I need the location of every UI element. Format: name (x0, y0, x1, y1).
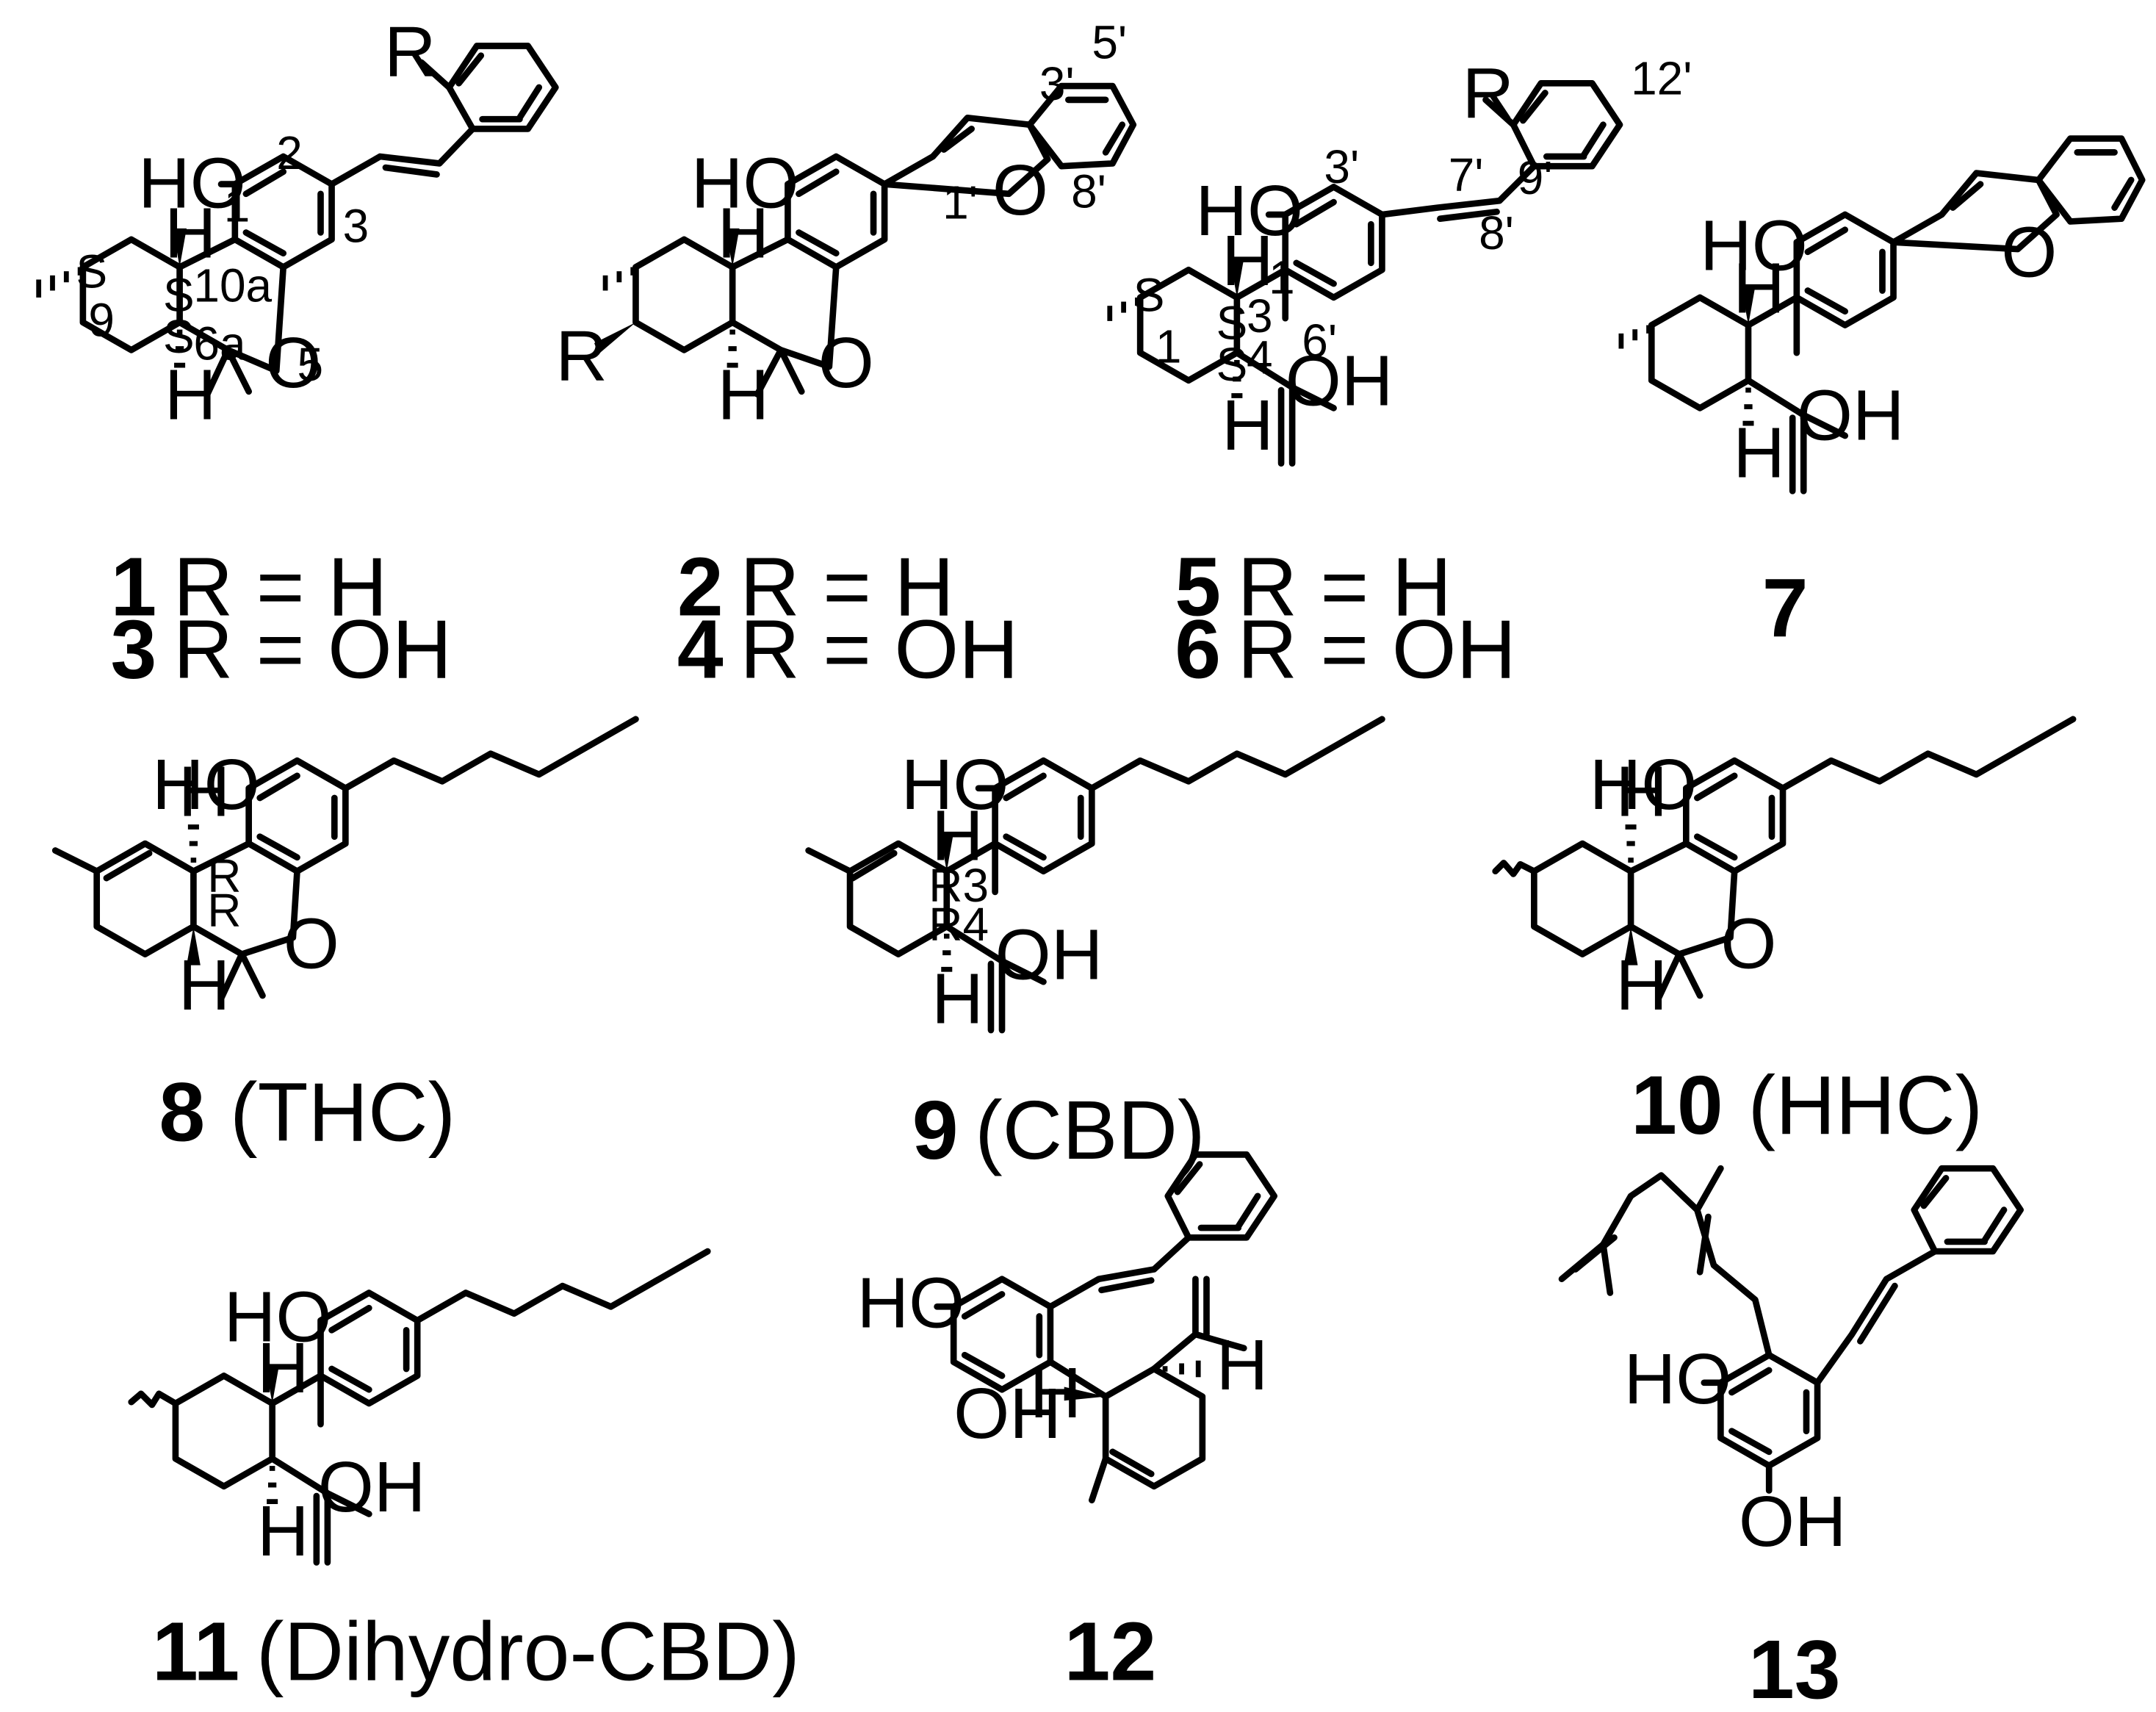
locant: 10a (193, 259, 272, 312)
caption-10: 10(HHC) (1631, 1059, 1983, 1151)
stereo-label: S (163, 310, 195, 363)
stereo-label: S (163, 269, 195, 322)
caption-7: 7 (1762, 561, 1809, 654)
locant: 2 (276, 126, 303, 179)
locant: 1 (1269, 251, 1295, 303)
h-label: H (165, 353, 217, 434)
stereo-label: S (1133, 269, 1165, 322)
h-label: H (1216, 1324, 1269, 1405)
structure-12: HO OH H H (857, 1151, 1277, 1504)
o-label: O (818, 322, 874, 403)
oh-label: OH (995, 913, 1103, 994)
ho-label: HO (1590, 744, 1698, 824)
ho-label: HO (152, 744, 260, 824)
structure-5-6: HO OH H H R 12' 3' 7' 9' 8' 1 6' 1 3 4 S… (1107, 51, 1692, 467)
ho-label: HO (1624, 1338, 1732, 1419)
locant: 9' (1518, 151, 1553, 204)
stereo-label: R (207, 884, 241, 937)
locant: 9 (88, 294, 115, 347)
h-label: H (1222, 384, 1274, 465)
locant: 1 (1155, 320, 1182, 373)
stereo-label: S (1216, 338, 1248, 391)
structure-11-dihydro-cbd: HO OH H H (128, 1248, 711, 1571)
ho-label: HO (857, 1262, 965, 1343)
ho-label: HO (224, 1276, 332, 1356)
h-label: H (257, 1490, 309, 1571)
structure-13: HO OH (1558, 1165, 2024, 1561)
locant: 1' (942, 176, 978, 229)
locant: 3' (1324, 140, 1359, 193)
ho-label: HO (1195, 170, 1303, 251)
h-label: H (1030, 1352, 1082, 1433)
locant: 3 (1247, 289, 1273, 342)
stereo-label: R3 (929, 859, 989, 912)
locant: 1 (224, 179, 250, 231)
h-label: H (179, 750, 231, 831)
locant: 8' (1479, 206, 1514, 259)
stereo-label: S (1216, 296, 1248, 349)
o-label: O (2001, 212, 2057, 292)
h-label: H (717, 353, 769, 434)
ho-label: HO (1700, 204, 1808, 285)
r-label: R (1463, 52, 1515, 133)
locant: 5 (298, 338, 324, 391)
h-label: H (931, 795, 984, 876)
stereo-label: R4 (929, 898, 989, 951)
h-label: H (931, 958, 984, 1039)
h-label: H (165, 192, 217, 273)
oh-label: OH (1739, 1481, 1847, 1561)
locant: 6a (193, 317, 246, 370)
locant: 3' (1039, 57, 1075, 110)
structure-1-3: HO H H O R 2 1 3 5 9 10a 6a S S S (36, 11, 559, 434)
h-label: H (717, 192, 769, 273)
structure-9-cbd: HO OH H H R3 R4 (805, 716, 1385, 1039)
ho-label: HO (691, 143, 799, 223)
locant: 8' (1071, 165, 1106, 218)
h-label: H (1733, 411, 1785, 492)
o-label: O (992, 149, 1048, 230)
locant: 4 (1247, 331, 1273, 384)
structure-2-4: HO H H O O R 5' 3' 8' 1' (555, 15, 1137, 434)
stereo-label: R (207, 849, 241, 902)
r-label: R (555, 315, 607, 396)
h-label: H (1733, 248, 1785, 328)
h-label: H (1615, 750, 1668, 831)
oh-label: OH (1797, 375, 1905, 456)
locant: 6' (1302, 314, 1337, 367)
r-label: R (384, 11, 436, 92)
h-label: H (1222, 220, 1274, 301)
locant: 7' (1449, 148, 1484, 201)
locant: 5' (1092, 15, 1127, 68)
oh-label: OH (318, 1446, 426, 1527)
caption-8: 8(THC) (159, 1066, 455, 1159)
structure-7: HO OH H H O (1618, 135, 2146, 494)
ho-label: HO (901, 744, 1009, 824)
stereo-label: S (76, 245, 107, 298)
caption-11: 11(Dihydro-CBD) (152, 1605, 800, 1697)
ho-label: HO (138, 143, 246, 223)
structure-8-thc: HO H H O R R (51, 716, 639, 1025)
oh-label: OH (953, 1373, 1061, 1453)
locant: 12' (1631, 51, 1692, 104)
o-label: O (1720, 902, 1776, 983)
oh-label: OH (1286, 340, 1394, 421)
caption-9: 9(CBD) (912, 1084, 1205, 1176)
locant: 3 (343, 200, 369, 253)
h-label: H (1615, 944, 1668, 1025)
o-label: O (284, 902, 339, 983)
o-label: O (265, 322, 321, 403)
h-label: H (179, 944, 231, 1025)
caption-13: 13 (1748, 1623, 1841, 1712)
structure-10-hhc: HO H H O (1492, 716, 2077, 1025)
h-label: H (257, 1327, 309, 1408)
caption-12: 12 (1064, 1605, 1157, 1697)
